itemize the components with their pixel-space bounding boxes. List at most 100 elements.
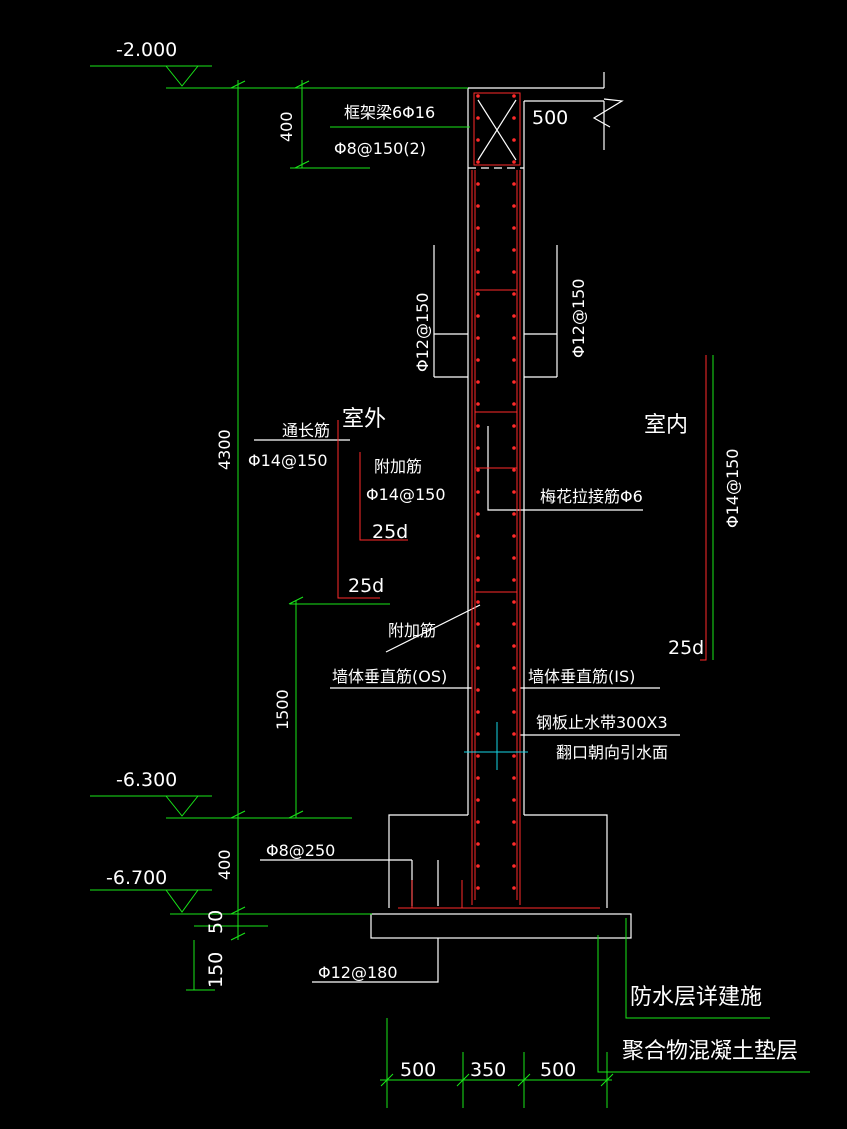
rebar-dot	[476, 512, 480, 516]
rebar-dot	[476, 380, 480, 384]
rebar-dot	[476, 776, 480, 780]
rebar-dot	[512, 160, 516, 164]
inner-vertical-spec: Φ14@150	[723, 449, 742, 529]
wall-height-dim: 4300	[215, 429, 234, 470]
rebar-dots	[476, 94, 516, 890]
rebar-dot	[476, 292, 480, 296]
continuous-bar-label: 通长筋	[282, 421, 330, 440]
rebar-dot	[512, 314, 516, 318]
frame-beam-label: 框架梁6Φ16	[344, 103, 435, 122]
rebar-dot	[512, 886, 516, 890]
rebar-dot	[476, 402, 480, 406]
rebar-dot	[512, 864, 516, 868]
rebar-dot	[512, 798, 516, 802]
rebar-dot	[476, 490, 480, 494]
reinforcement	[337, 92, 707, 909]
added-bar-2-label: 附加筋	[388, 621, 436, 640]
base-bar-label: Φ8@250	[266, 841, 335, 860]
rebar-dot	[512, 94, 516, 98]
slab-50-dim: 50	[205, 910, 227, 934]
stub-height-dim: 1500	[273, 689, 292, 730]
rebar-dot	[476, 182, 480, 186]
base-height-dim: 400	[215, 849, 234, 880]
rebar-dot	[476, 798, 480, 802]
wall-vertical-is-label: 墙体垂直筋(IS)	[528, 667, 635, 686]
rebar-dot	[512, 116, 516, 120]
bar-right-label: Φ12@150	[569, 279, 588, 359]
rebar-dot	[476, 886, 480, 890]
waterstop-label: 钢板止水带300X3	[536, 713, 668, 732]
rebar-dot	[512, 842, 516, 846]
inside-label: 室内	[644, 413, 688, 438]
rebar-dot	[476, 820, 480, 824]
rebar-dot	[512, 380, 516, 384]
rebar-dot	[512, 776, 516, 780]
outside-label: 室外	[342, 407, 386, 432]
level-minus-6-3: -6.300	[116, 769, 177, 791]
rebar-dot	[476, 270, 480, 274]
rebar-dot	[512, 358, 516, 362]
bottom-dim-right: 500	[540, 1059, 576, 1081]
waterproof-label: 防水层详建施	[630, 985, 762, 1010]
anchor-left-1: 25d	[372, 521, 408, 543]
rebar-dot	[476, 600, 480, 604]
wall-outline	[370, 72, 632, 939]
continuous-bar-spec: Φ14@150	[248, 451, 328, 470]
rebar-dot	[476, 160, 480, 164]
added-bar-spec: Φ14@150	[366, 485, 446, 504]
rebar-dot	[476, 534, 480, 538]
rebar-dot	[476, 864, 480, 868]
bar-left-label: Φ12@150	[413, 293, 432, 373]
rebar-dot	[512, 248, 516, 252]
rebar-dot	[476, 622, 480, 626]
rebar-dot	[512, 490, 516, 494]
rebar-dot	[476, 688, 480, 692]
waterstop	[464, 722, 528, 770]
rebar-dot	[476, 754, 480, 758]
rebar-dot	[476, 842, 480, 846]
dimension-lines	[90, 65, 810, 1108]
slab-bar-label: Φ12@180	[318, 963, 398, 982]
rebar-dot	[512, 182, 516, 186]
rebar-dot	[476, 204, 480, 208]
rebar-dot	[476, 710, 480, 714]
rebar-dot	[512, 820, 516, 824]
rebar-dot	[512, 710, 516, 714]
rebar-dot	[476, 424, 480, 428]
rebar-dot	[476, 138, 480, 142]
slab-150-dim: 150	[205, 952, 227, 988]
rebar-dot	[512, 402, 516, 406]
rebar-dot	[512, 336, 516, 340]
rebar-dot	[512, 270, 516, 274]
rebar-dot	[512, 292, 516, 296]
level-minus-2: -2.000	[116, 39, 177, 61]
rebar-dot	[512, 424, 516, 428]
rebar-dot	[476, 248, 480, 252]
added-bar-label: 附加筋	[374, 457, 422, 476]
waterstop-note: 翻口朝向引水面	[556, 743, 668, 762]
rebar-dot	[476, 116, 480, 120]
rebar-dot	[512, 732, 516, 736]
rebar-dot	[512, 666, 516, 670]
rebar-dot	[476, 732, 480, 736]
rebar-dot	[512, 644, 516, 648]
rebar-dot	[512, 204, 516, 208]
beam-depth-dim: 400	[277, 111, 296, 142]
rebar-dot	[512, 578, 516, 582]
bottom-dim-left: 500	[400, 1059, 436, 1081]
tie-bar-label: 梅花拉接筋Φ6	[540, 487, 643, 506]
rebar-dot	[476, 336, 480, 340]
rebar-dot	[476, 468, 480, 472]
level-minus-6-7: -6.700	[106, 867, 167, 889]
rebar-dot	[512, 534, 516, 538]
rebar-dot	[512, 512, 516, 516]
rebar-dot	[512, 446, 516, 450]
rebar-dot	[476, 446, 480, 450]
rebar-dot	[512, 600, 516, 604]
beam-width-dim: 500	[532, 107, 568, 129]
rebar-dot	[476, 358, 480, 362]
rebar-dot	[512, 226, 516, 230]
bottom-dim-mid: 350	[470, 1059, 506, 1081]
leader-lines	[254, 245, 680, 983]
